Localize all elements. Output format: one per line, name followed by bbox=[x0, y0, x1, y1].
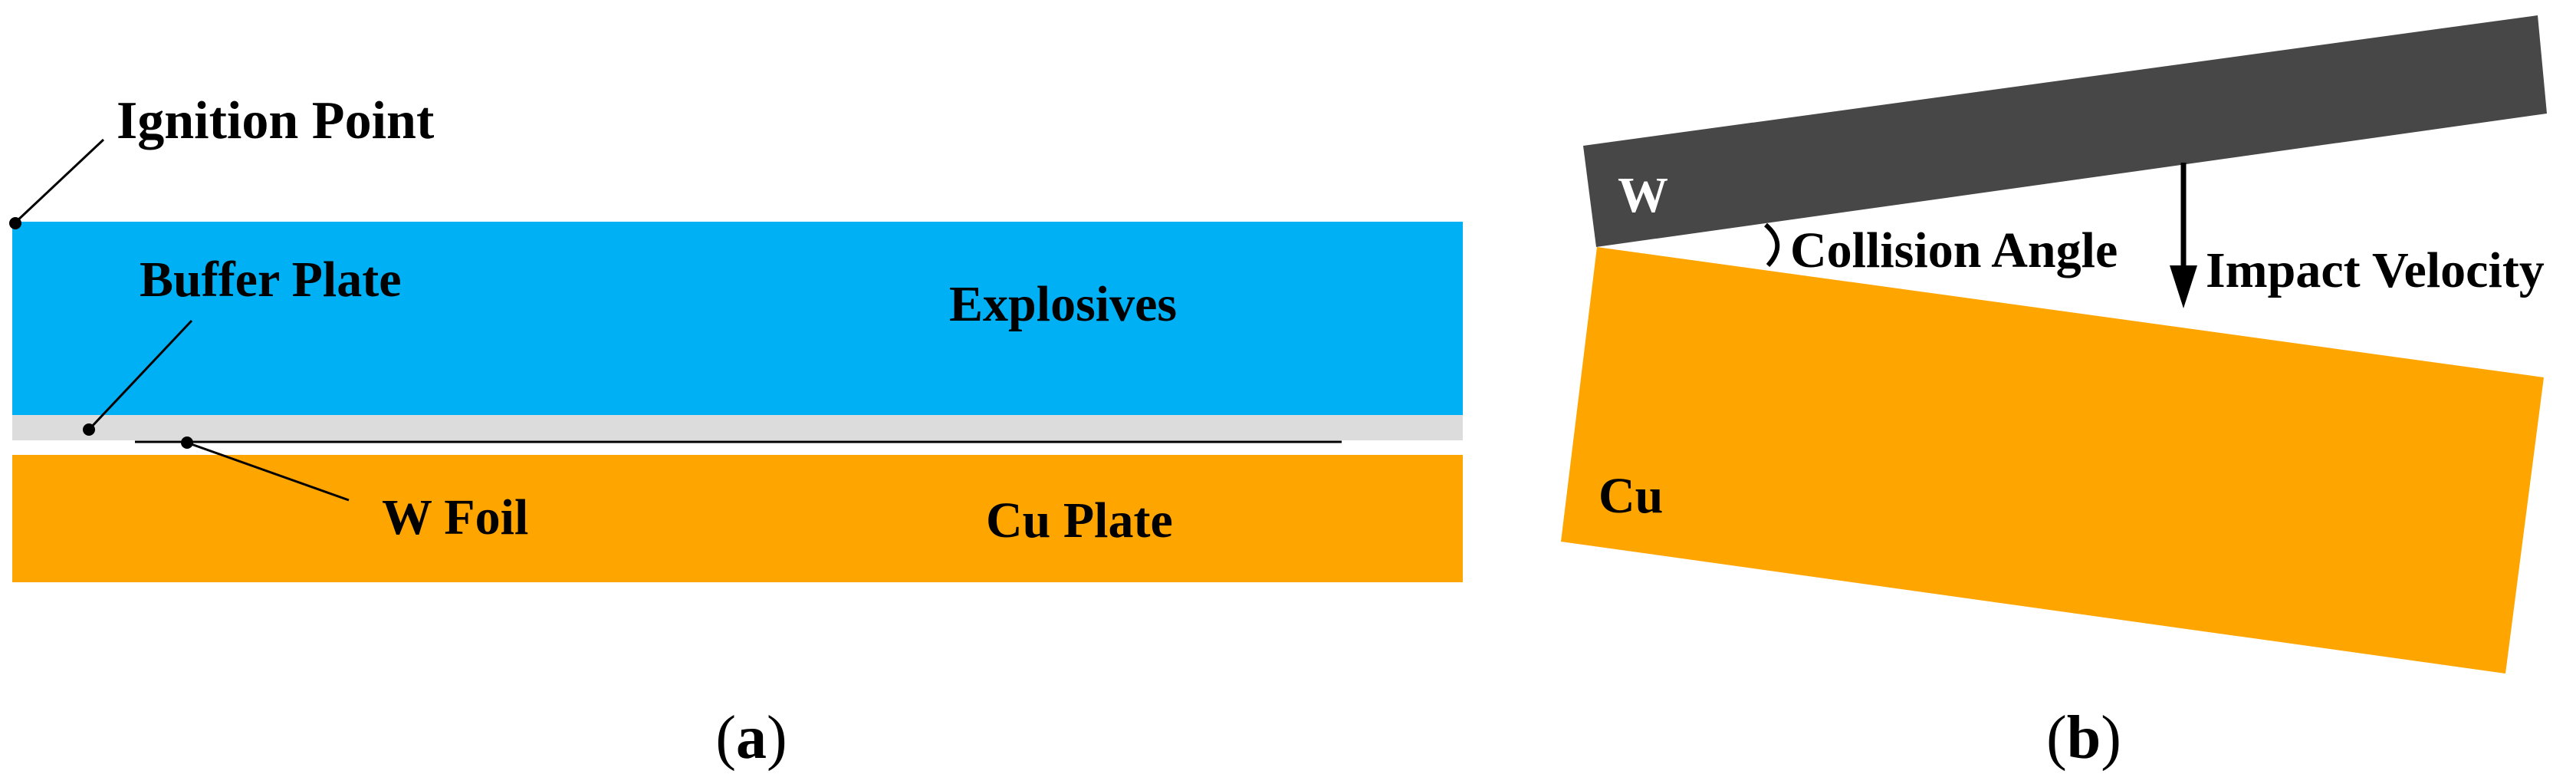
panel-b: W Collision Angle Impact Velocity Cu (b) bbox=[1561, 15, 2547, 772]
panel-a-letter: a bbox=[736, 704, 767, 772]
w-foil-label: W Foil bbox=[382, 489, 528, 545]
ignition-point-label: Ignition Point bbox=[117, 91, 434, 150]
impact-velocity-arrowhead bbox=[2170, 265, 2197, 308]
panel-a-open: ( bbox=[715, 704, 736, 772]
cu-label: Cu bbox=[1598, 468, 1663, 524]
w-foil-leader bbox=[186, 441, 350, 502]
w-label: W bbox=[1618, 167, 1668, 223]
cu-plate bbox=[1561, 247, 2544, 674]
cu-plate-layer bbox=[12, 455, 1463, 582]
panel-b-caption: (b) bbox=[2046, 704, 2121, 772]
buffer-plate-leader bbox=[87, 319, 193, 431]
buffer-plate-marker bbox=[83, 423, 95, 436]
panel-b-letter: b bbox=[2067, 704, 2101, 772]
buffer-plate-label: Buffer Plate bbox=[140, 252, 402, 308]
collision-angle-label: Collision Angle bbox=[1790, 222, 2118, 278]
buffer-plate-layer bbox=[12, 415, 1463, 440]
ignition-point-marker bbox=[9, 217, 21, 229]
impact-velocity-label: Impact Velocity bbox=[2206, 242, 2545, 298]
panel-a: Ignition Point Buffer Plate Explosives W… bbox=[9, 91, 1463, 772]
cu-plate-label: Cu Plate bbox=[986, 492, 1173, 548]
panel-b-open: ( bbox=[2046, 704, 2067, 772]
ignition-point-leader bbox=[14, 138, 105, 224]
w-plate bbox=[1583, 15, 2547, 247]
w-foil-marker bbox=[181, 436, 193, 449]
panel-a-close: ) bbox=[767, 704, 787, 772]
explosives-label: Explosives bbox=[949, 276, 1177, 332]
panel-a-caption: (a) bbox=[715, 704, 787, 772]
collision-angle-arc bbox=[1763, 222, 1780, 268]
panel-b-close: ) bbox=[2101, 704, 2121, 772]
explosives-layer bbox=[12, 222, 1463, 415]
